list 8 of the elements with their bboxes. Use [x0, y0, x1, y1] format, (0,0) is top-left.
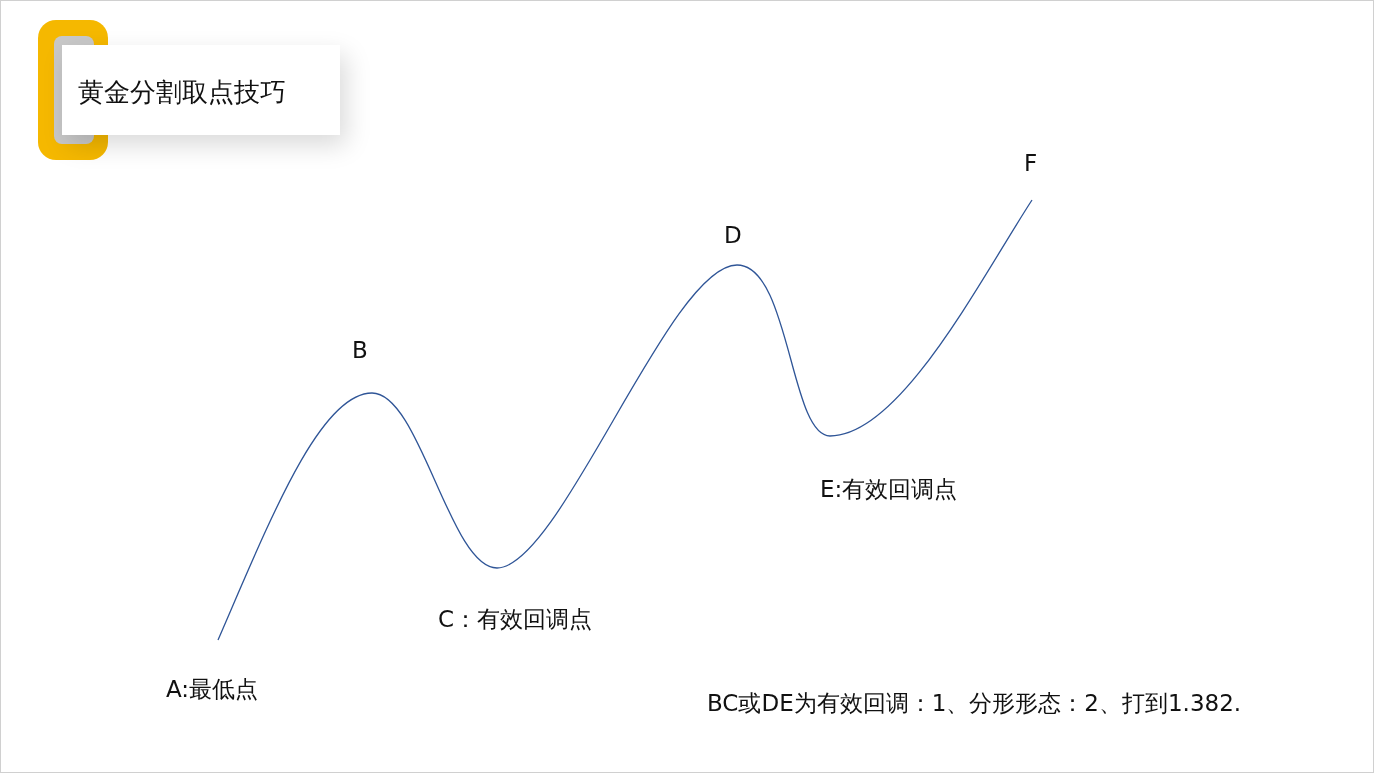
point-label: D [724, 222, 742, 248]
point-label: E:有效回调点 [820, 475, 958, 504]
point-label: F [1024, 150, 1038, 176]
point-label: A:最低点 [166, 675, 259, 704]
note-text: BC或DE为有效回调：1、分形形态：2、打到1.382. [707, 689, 1242, 718]
title: 黄金分割取点技巧 [78, 76, 286, 109]
point-label: C：有效回调点 [438, 605, 593, 634]
point-label: B [352, 337, 368, 363]
